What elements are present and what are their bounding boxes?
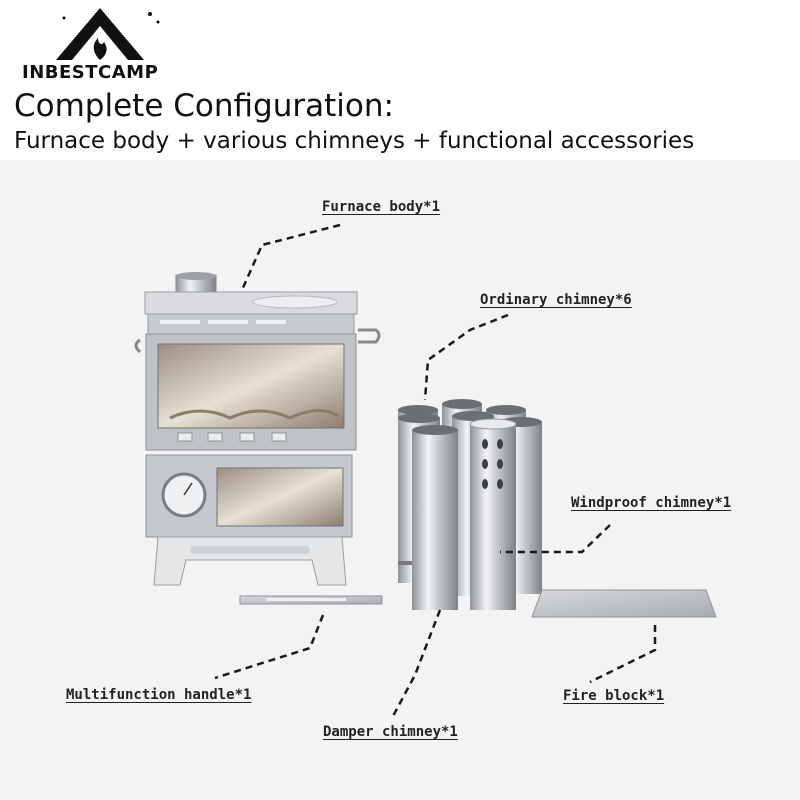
leader-windproof-chimney <box>500 524 611 554</box>
multifunction-handle <box>239 595 383 605</box>
furnace-cooking-plate <box>252 295 338 309</box>
furnace-side-handle-right <box>358 328 381 344</box>
chimney-bundle <box>398 399 542 610</box>
callout-leader-lines <box>214 223 657 719</box>
damper-chimney-opening <box>412 425 458 435</box>
callout-furnace-body: Furnace body*1 <box>322 199 441 215</box>
leader-ordinary-chimney <box>423 313 509 401</box>
callout-ordinary-chimney: Ordinary chimney*6 <box>480 292 632 308</box>
furnace-flue-opening <box>176 272 216 280</box>
damper-chimney <box>412 430 458 610</box>
chimney-opening <box>452 411 494 421</box>
leader-multifunction-handle <box>214 614 325 680</box>
callout-multifunction-handle: Multifunction handle*1 <box>66 687 252 703</box>
furnace-air-controls <box>177 432 287 442</box>
chimney-opening <box>486 405 526 415</box>
furnace-stand-slot <box>190 546 310 554</box>
page-title: Complete Configuration: <box>14 88 394 124</box>
tent-fire-logo <box>56 8 160 60</box>
brand-name: INBESTCAMP <box>22 62 159 83</box>
chimney-opening <box>398 413 440 423</box>
windproof-chimney-cap <box>469 418 517 430</box>
callout-windproof-chimney: Windproof chimney*1 <box>571 495 732 511</box>
oven-window <box>216 467 344 527</box>
windproof-chimney <box>470 424 516 610</box>
furnace-body <box>134 272 381 586</box>
fire-block-plate <box>531 589 717 618</box>
callout-damper-chimney: Damper chimney*1 <box>323 724 458 740</box>
windproof-vent-holes <box>482 439 503 489</box>
furnace-viewing-glass <box>157 343 345 429</box>
furnace-stand-legs <box>153 536 347 586</box>
callout-fire-block: Fire block*1 <box>563 688 665 704</box>
furnace-grate <box>169 409 339 420</box>
page-subtitle: Furnace body + various chimneys + functi… <box>14 128 695 154</box>
leader-fire-block <box>589 625 657 684</box>
furnace-vent-slots <box>160 320 286 324</box>
leader-damper-chimney <box>390 609 442 719</box>
header-area <box>0 0 800 160</box>
chimney-opening <box>442 399 482 409</box>
thermometer-needle <box>183 482 193 496</box>
chimney-opening <box>398 405 438 415</box>
leader-furnace-body <box>240 223 341 291</box>
furnace-side-handle-left <box>134 338 142 354</box>
